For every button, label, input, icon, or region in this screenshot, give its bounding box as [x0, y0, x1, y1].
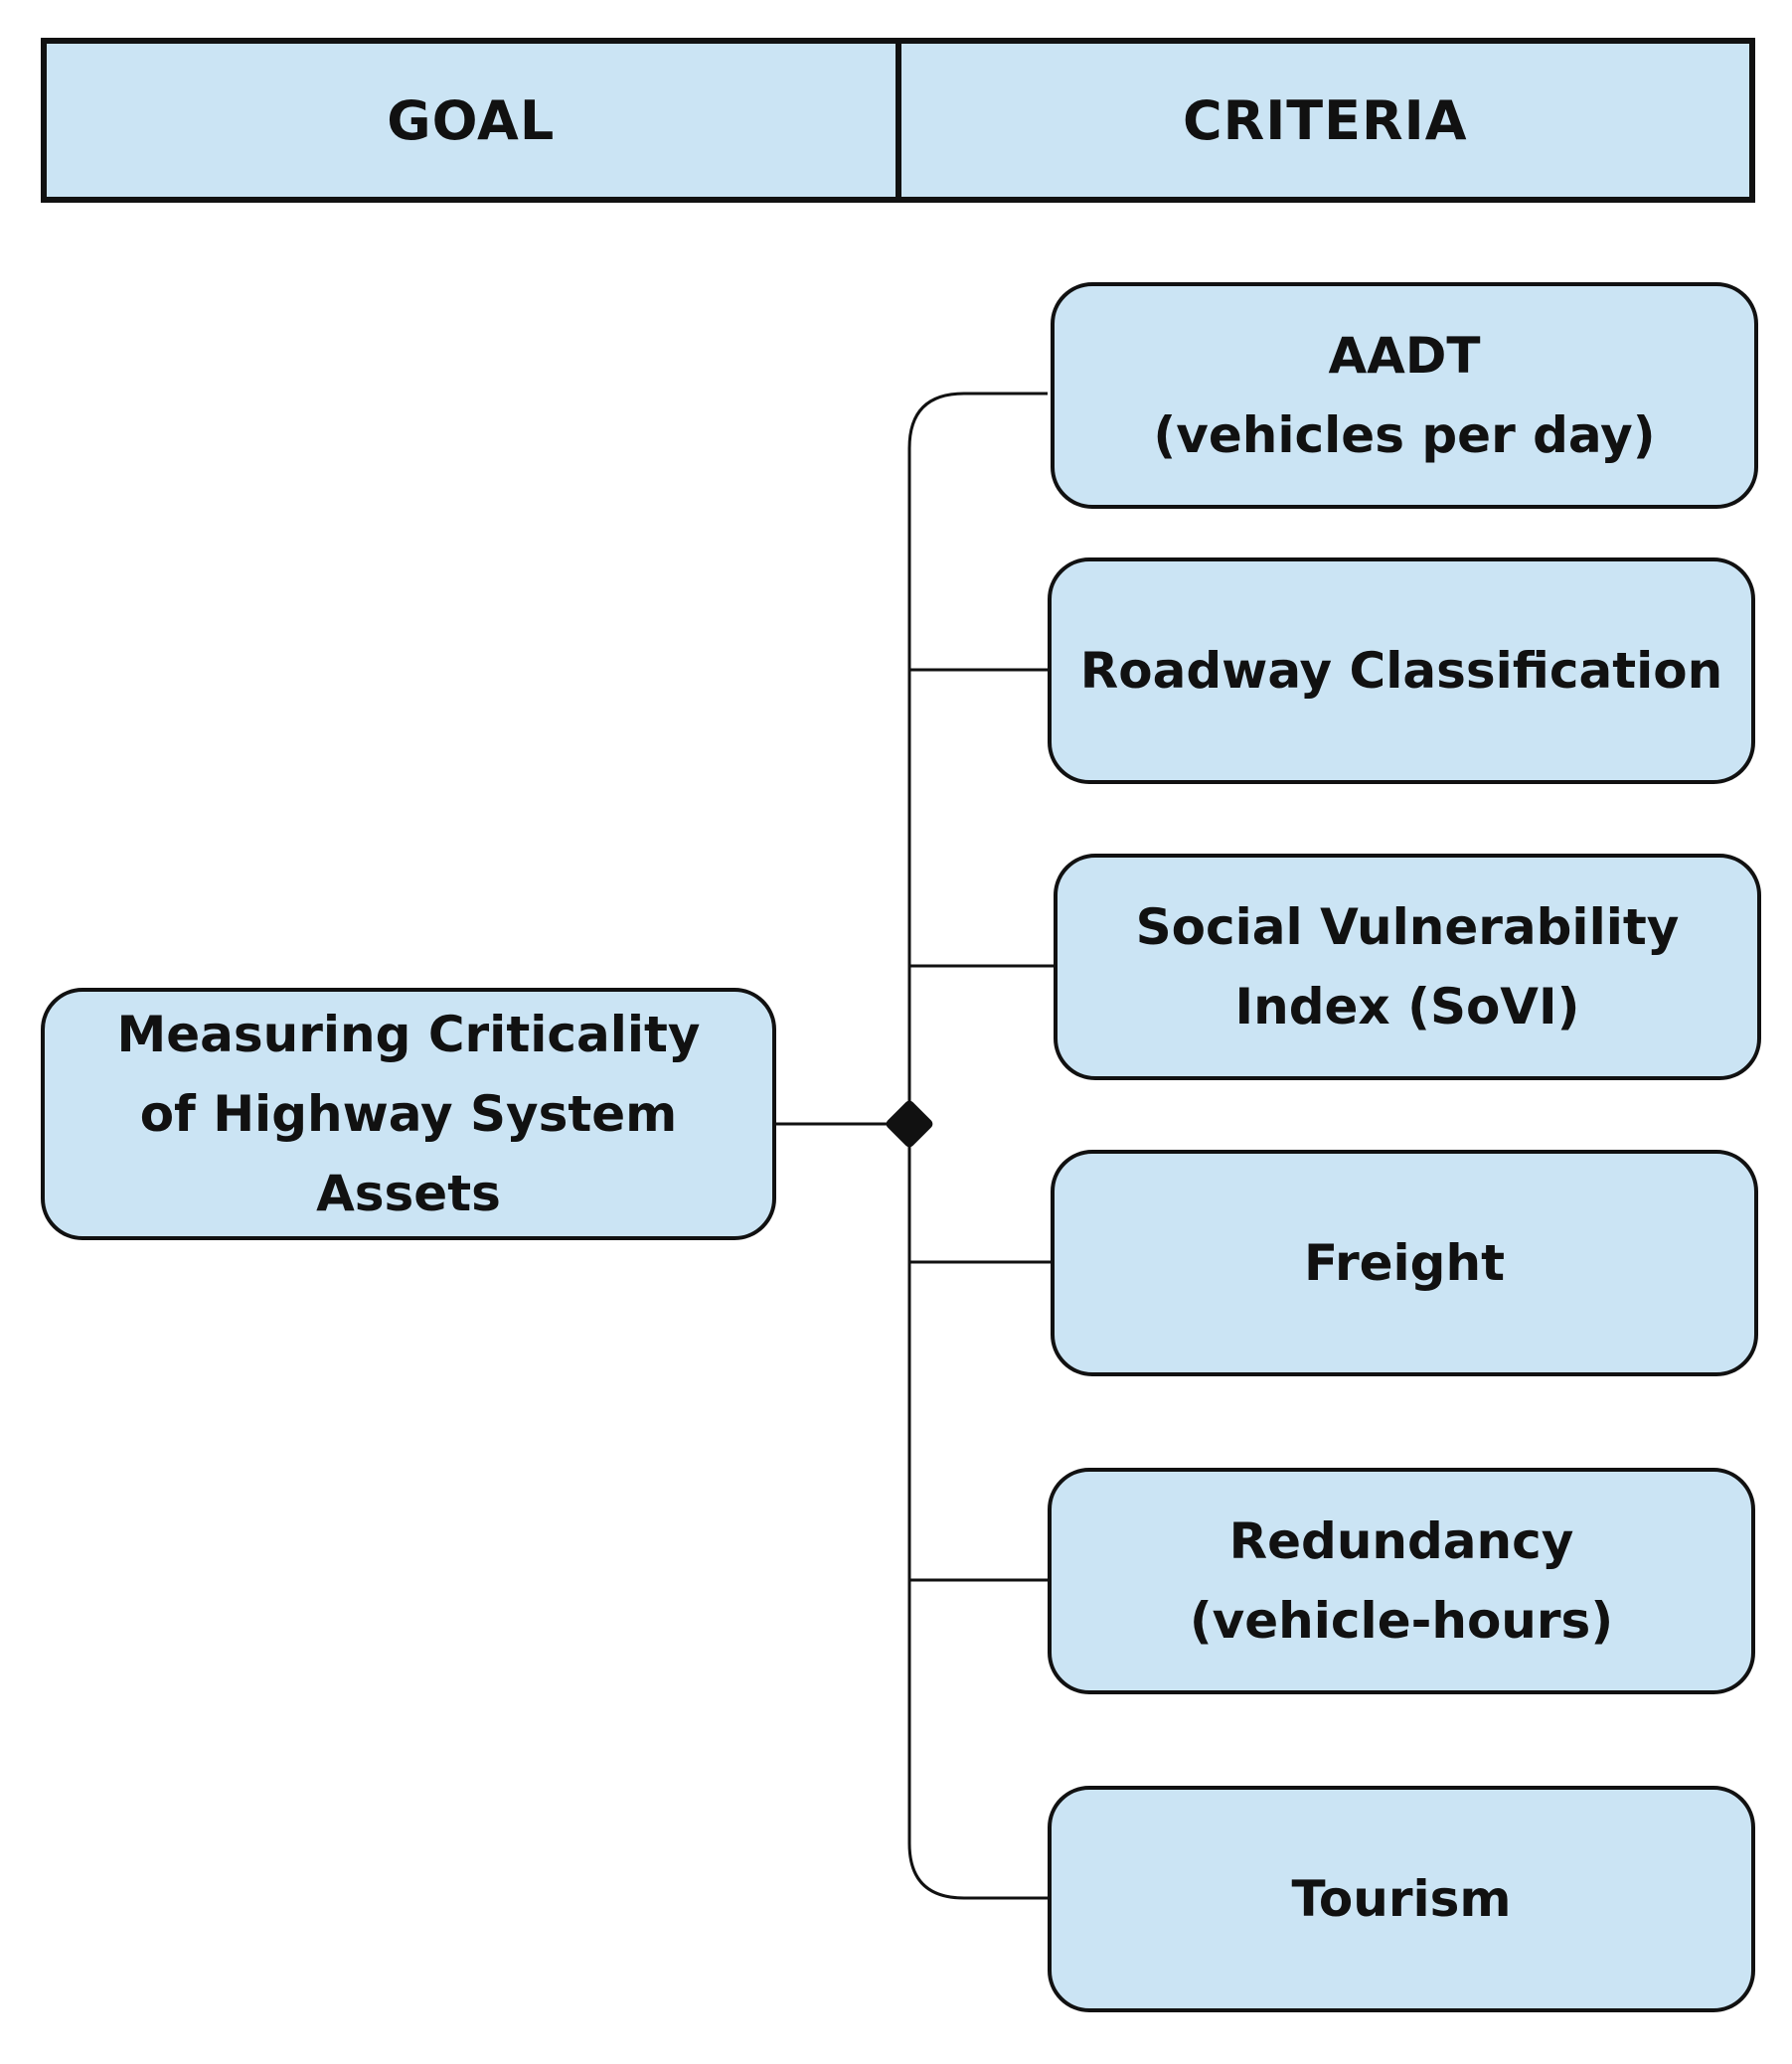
goal-box: Measuring Criticality of Highway System … [41, 988, 776, 1240]
criteria-box-roadway-classification: Roadway Classification [1048, 557, 1755, 784]
trunk-bottom [907, 1124, 1048, 1900]
criteria-column-header: CRITERIA [1183, 88, 1468, 152]
criteria-box-tourism: Tourism [1048, 1786, 1755, 2012]
goal-column-header: GOAL [47, 44, 901, 197]
criteria-box-aadt: AADT (vehicles per day) [1051, 282, 1758, 509]
header-table: GOAL CRITERIA [41, 38, 1755, 203]
trunk-top [907, 392, 1048, 1124]
criteria-box-sovi: Social Vulnerability Index (SoVI) [1054, 854, 1761, 1080]
criteria-box-freight: Freight [1051, 1150, 1758, 1376]
junction-diamond [886, 1100, 933, 1148]
criteria-box-redundancy: Redundancy (vehicle-hours) [1048, 1468, 1755, 1694]
